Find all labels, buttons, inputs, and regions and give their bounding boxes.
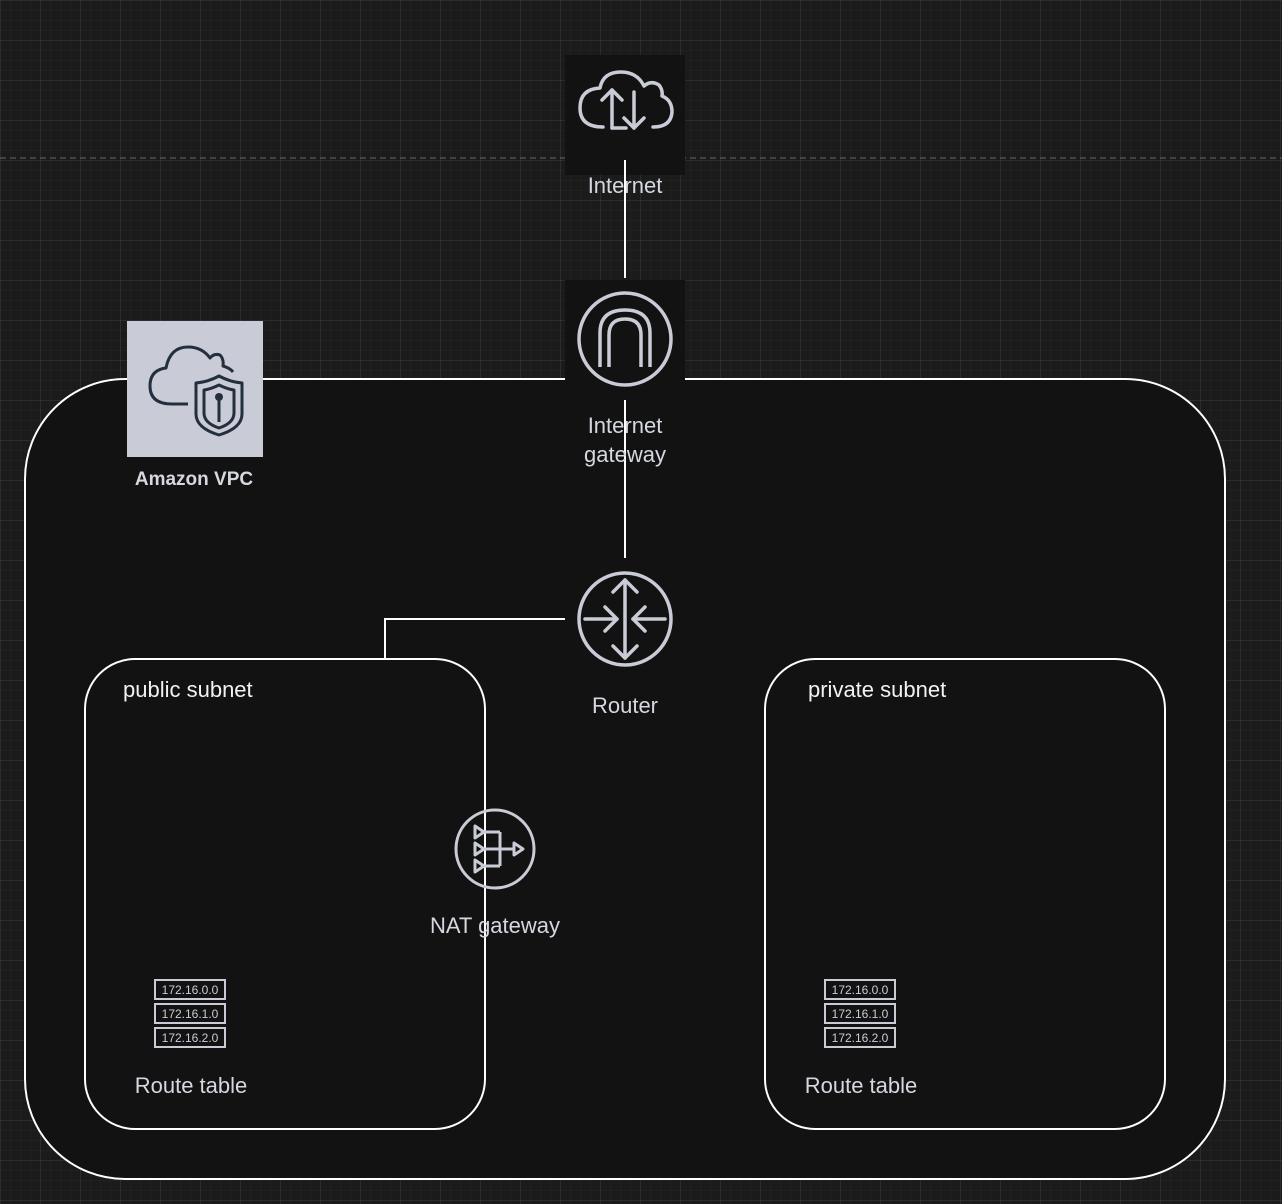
internet-gateway-icon-bg bbox=[565, 280, 685, 398]
public-subnet-label: public subnet bbox=[123, 677, 253, 702]
private-subnet-label: private subnet bbox=[808, 677, 947, 702]
internet-gateway-icon[interactable] bbox=[577, 291, 673, 387]
public-subnet-container[interactable] bbox=[84, 658, 486, 1130]
internet-gateway-label-line2: gateway bbox=[584, 442, 666, 467]
route-entry: 172.16.1.0 bbox=[162, 1007, 219, 1021]
internet-gateway-label-line1: Internet bbox=[587, 413, 663, 438]
router-icon[interactable] bbox=[577, 571, 673, 667]
connector-router-nat bbox=[384, 618, 565, 659]
route-entry: 172.16.2.0 bbox=[162, 1031, 219, 1045]
private-route-table-label: Route table bbox=[804, 1073, 918, 1098]
private-subnet-container[interactable] bbox=[764, 658, 1166, 1130]
public-route-table-icon[interactable]: 172.16.0.0 172.16.1.0 172.16.2.0 bbox=[154, 979, 226, 1048]
route-entry: 172.16.0.0 bbox=[832, 983, 889, 997]
internet-icon-bg bbox=[565, 55, 685, 175]
public-route-table-label: Route table bbox=[134, 1073, 248, 1098]
route-entry: 172.16.0.0 bbox=[162, 983, 219, 997]
vpc-badge-icon[interactable] bbox=[127, 321, 263, 457]
internet-cloud-icon[interactable] bbox=[578, 70, 674, 130]
router-label: Router bbox=[591, 693, 659, 718]
route-entry: 172.16.2.0 bbox=[832, 1031, 889, 1045]
internet-label: Internet bbox=[587, 173, 663, 198]
nat-gateway-icon[interactable] bbox=[454, 808, 536, 890]
route-entry: 172.16.1.0 bbox=[832, 1007, 889, 1021]
private-route-table-icon[interactable]: 172.16.0.0 172.16.1.0 172.16.2.0 bbox=[824, 979, 896, 1048]
nat-gateway-label: NAT gateway bbox=[429, 913, 561, 938]
vpc-label: Amazon VPC bbox=[134, 469, 254, 490]
